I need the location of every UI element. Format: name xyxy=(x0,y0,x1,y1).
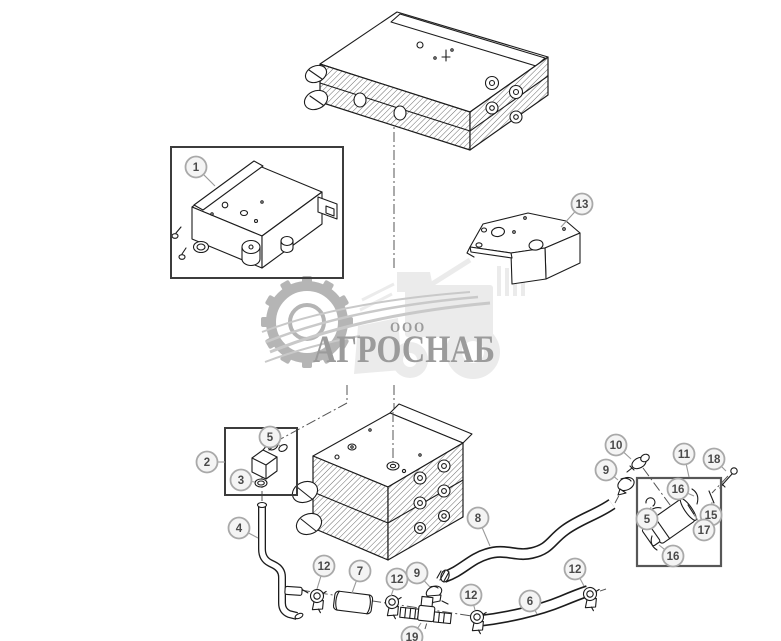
svg-text:15: 15 xyxy=(705,510,718,522)
svg-text:17: 17 xyxy=(698,525,711,537)
tee-fitting-part-19 xyxy=(399,595,452,625)
callout-10[interactable]: 10 xyxy=(604,433,632,460)
watermark-company-type: ООО xyxy=(390,320,426,336)
o-ring-part-5-right xyxy=(645,497,656,507)
callout-9[interactable]: 9 xyxy=(405,561,431,588)
hose-part-8 xyxy=(436,499,616,583)
o-ring-part-5-left xyxy=(278,444,288,452)
svg-text:12: 12 xyxy=(318,561,331,573)
svg-text:12: 12 xyxy=(465,590,478,602)
callout-4[interactable]: 4 xyxy=(227,516,259,540)
clip-part-16-bottom xyxy=(650,535,658,551)
svg-text:5: 5 xyxy=(644,514,651,526)
svg-text:1: 1 xyxy=(193,162,200,174)
swoosh-lines xyxy=(261,291,491,363)
callout-12[interactable]: 12 xyxy=(385,567,409,597)
mounting-bracket-part-13 xyxy=(466,212,581,285)
svg-text:3: 3 xyxy=(238,475,244,487)
callout-16[interactable]: 16 xyxy=(658,544,685,568)
callout-3[interactable]: 3 xyxy=(229,468,256,492)
tube-part-4 xyxy=(256,501,304,620)
callout-5[interactable]: 5 xyxy=(258,425,282,449)
svg-text:10: 10 xyxy=(610,440,623,452)
elbow-fitting-part-10 xyxy=(626,453,650,473)
callout-16[interactable]: 16 xyxy=(666,477,695,501)
svg-text:5: 5 xyxy=(267,432,274,444)
svg-text:7: 7 xyxy=(357,566,363,578)
callout-19[interactable]: 19 xyxy=(400,622,424,641)
callout-6[interactable]: 6 xyxy=(518,589,542,615)
screw-part-18 xyxy=(719,467,738,489)
svg-text:16: 16 xyxy=(667,551,680,563)
svg-text:18: 18 xyxy=(708,454,721,466)
callout-12[interactable]: 12 xyxy=(312,554,336,590)
detail-box-part-1 xyxy=(170,146,344,279)
svg-text:4: 4 xyxy=(236,523,243,535)
svg-text:2: 2 xyxy=(204,457,210,469)
callout-7[interactable]: 7 xyxy=(348,559,372,594)
lower-valve-assembly xyxy=(291,403,473,561)
tube-stub-fitting xyxy=(284,585,309,596)
watermark-company-name: АГРОСНАБ xyxy=(313,328,495,371)
callout-11[interactable]: 11 xyxy=(672,442,696,478)
svg-text:11: 11 xyxy=(678,449,691,461)
callout-12[interactable]: 12 xyxy=(563,557,587,587)
callout-12[interactable]: 12 xyxy=(459,583,483,611)
callout-18[interactable]: 18 xyxy=(702,447,727,472)
upper-valve-assembly xyxy=(303,11,549,151)
svg-text:13: 13 xyxy=(576,199,589,211)
svg-text:12: 12 xyxy=(391,574,404,586)
callout-2[interactable]: 2 xyxy=(195,450,226,474)
callout-17[interactable]: 17 xyxy=(692,513,716,542)
svg-text:8: 8 xyxy=(475,513,482,525)
svg-text:9: 9 xyxy=(603,465,609,477)
hose-part-6 xyxy=(477,585,590,627)
valve-block-part-1 xyxy=(171,160,338,269)
o-ring-part-3 xyxy=(254,478,268,488)
callout-9[interactable]: 9 xyxy=(594,458,619,482)
callout-13[interactable]: 13 xyxy=(560,192,594,228)
lower-assembly-port-centerline xyxy=(386,412,407,474)
svg-text:6: 6 xyxy=(527,596,533,608)
clamp-part-12-a xyxy=(307,586,332,616)
clip-part-16-top xyxy=(691,488,699,505)
sleeve-part-7 xyxy=(332,590,374,615)
svg-text:9: 9 xyxy=(414,568,420,580)
callout-1[interactable]: 1 xyxy=(184,155,216,187)
svg-text:12: 12 xyxy=(569,564,582,576)
valve-body-right-box xyxy=(641,498,697,547)
callout-5[interactable]: 5 xyxy=(635,506,659,531)
pin-part-15 xyxy=(708,490,715,504)
cap-fitting-part-9-right xyxy=(617,476,635,496)
callout-8[interactable]: 8 xyxy=(466,506,491,547)
svg-text:16: 16 xyxy=(672,484,685,496)
svg-text:19: 19 xyxy=(406,632,419,641)
